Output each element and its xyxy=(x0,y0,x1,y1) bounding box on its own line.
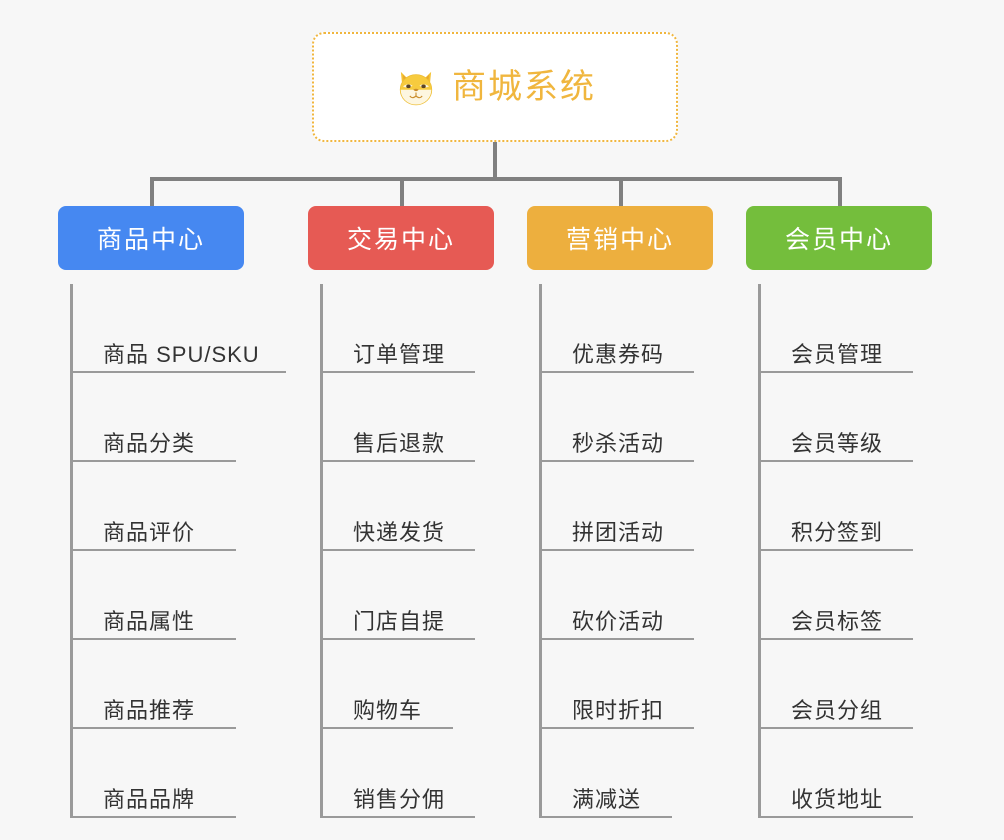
leaf-label: 秒杀活动 xyxy=(572,430,665,456)
leaf-label: 积分签到 xyxy=(791,519,884,545)
list-item[interactable]: 售后退款 xyxy=(323,373,494,462)
category-header-member-center[interactable]: 会员中心 xyxy=(746,206,932,270)
leaf-label: 优惠券码 xyxy=(572,341,665,367)
list-item[interactable]: 满减送 xyxy=(542,729,713,818)
leaf-label: 订单管理 xyxy=(353,341,446,367)
list-item[interactable]: 限时折扣 xyxy=(542,640,713,729)
leaf-label: 会员管理 xyxy=(791,341,884,367)
branch-marketing-center: 营销中心 优惠券码 秒杀活动 拼团活动 砍价活动 限时折扣 满减送 xyxy=(527,206,713,818)
leaf-label: 商品推荐 xyxy=(103,697,196,723)
leaf-list-marketing-center: 优惠券码 秒杀活动 拼团活动 砍价活动 限时折扣 满减送 xyxy=(539,284,713,818)
leaf-label: 商品 SPU/SKU xyxy=(103,341,260,367)
leaf-label: 商品分类 xyxy=(103,430,196,456)
list-item[interactable]: 收货地址 xyxy=(761,729,932,818)
leaf-label: 门店自提 xyxy=(353,608,446,634)
category-header-trade-center[interactable]: 交易中心 xyxy=(308,206,494,270)
category-title: 交易中心 xyxy=(346,226,455,254)
leaf-label: 会员标签 xyxy=(791,608,884,634)
list-item[interactable]: 优惠券码 xyxy=(542,284,713,373)
leaf-label: 商品评价 xyxy=(103,519,196,545)
connector-bus xyxy=(150,177,840,181)
list-item[interactable]: 商品分类 xyxy=(73,373,244,462)
category-title: 营销中心 xyxy=(565,226,674,254)
list-item[interactable]: 会员分组 xyxy=(761,640,932,729)
root-title: 商城系统 xyxy=(452,68,596,106)
list-item[interactable]: 商品属性 xyxy=(73,551,244,640)
leaf-label: 会员分组 xyxy=(791,697,884,723)
root-node[interactable]: 商城系统 xyxy=(312,32,678,142)
list-item[interactable]: 订单管理 xyxy=(323,284,494,373)
leaf-list-member-center: 会员管理 会员等级 积分签到 会员标签 会员分组 收货地址 xyxy=(758,284,932,818)
leaf-label: 满减送 xyxy=(572,786,642,812)
leaf-label: 砍价活动 xyxy=(572,608,665,634)
list-item[interactable]: 门店自提 xyxy=(323,551,494,640)
category-title: 商品中心 xyxy=(96,226,205,254)
branch-member-center: 会员中心 会员管理 会员等级 积分签到 会员标签 会员分组 收货地址 xyxy=(746,206,932,818)
branch-trade-center: 交易中心 订单管理 售后退款 快递发货 门店自提 购物车 销售分佣 xyxy=(308,206,494,818)
list-item[interactable]: 商品评价 xyxy=(73,462,244,551)
connector-drop-1 xyxy=(400,177,404,210)
list-item[interactable]: 快递发货 xyxy=(323,462,494,551)
connector-drop-2 xyxy=(619,177,623,210)
leaf-label: 购物车 xyxy=(353,697,423,723)
leaf-label: 商品属性 xyxy=(103,608,196,634)
list-item[interactable]: 会员等级 xyxy=(761,373,932,462)
leaf-label: 快递发货 xyxy=(353,519,446,545)
list-item[interactable]: 商品推荐 xyxy=(73,640,244,729)
list-item[interactable]: 商品品牌 xyxy=(73,729,244,818)
list-item[interactable]: 商品 SPU/SKU xyxy=(73,284,286,373)
list-item[interactable]: 积分签到 xyxy=(761,462,932,551)
list-item[interactable]: 拼团活动 xyxy=(542,462,713,551)
category-title: 会员中心 xyxy=(784,226,893,254)
connector-drop-3 xyxy=(838,177,842,210)
list-item[interactable]: 砍价活动 xyxy=(542,551,713,640)
list-item[interactable]: 购物车 xyxy=(323,640,494,729)
category-header-marketing-center[interactable]: 营销中心 xyxy=(527,206,713,270)
leaf-label: 售后退款 xyxy=(353,430,446,456)
list-item[interactable]: 会员标签 xyxy=(761,551,932,640)
leaf-label: 销售分佣 xyxy=(353,786,446,812)
branch-product-center: 商品中心 商品 SPU/SKU 商品分类 商品评价 商品属性 商品推荐 商品品牌 xyxy=(58,206,286,818)
leaf-label: 会员等级 xyxy=(791,430,884,456)
list-item[interactable]: 会员管理 xyxy=(761,284,932,373)
connector-drop-0 xyxy=(150,177,154,210)
list-item[interactable]: 销售分佣 xyxy=(323,729,494,818)
shiba-dog-icon xyxy=(399,71,433,106)
leaf-label: 拼团活动 xyxy=(572,519,665,545)
list-item[interactable]: 秒杀活动 xyxy=(542,373,713,462)
connector-stem xyxy=(493,142,497,179)
leaf-list-product-center: 商品 SPU/SKU 商品分类 商品评价 商品属性 商品推荐 商品品牌 xyxy=(70,284,286,818)
leaf-label: 商品品牌 xyxy=(103,786,196,812)
leaf-list-trade-center: 订单管理 售后退款 快递发货 门店自提 购物车 销售分佣 xyxy=(320,284,494,818)
leaf-label: 收货地址 xyxy=(791,786,884,812)
category-header-product-center[interactable]: 商品中心 xyxy=(58,206,244,270)
leaf-label: 限时折扣 xyxy=(572,697,665,723)
